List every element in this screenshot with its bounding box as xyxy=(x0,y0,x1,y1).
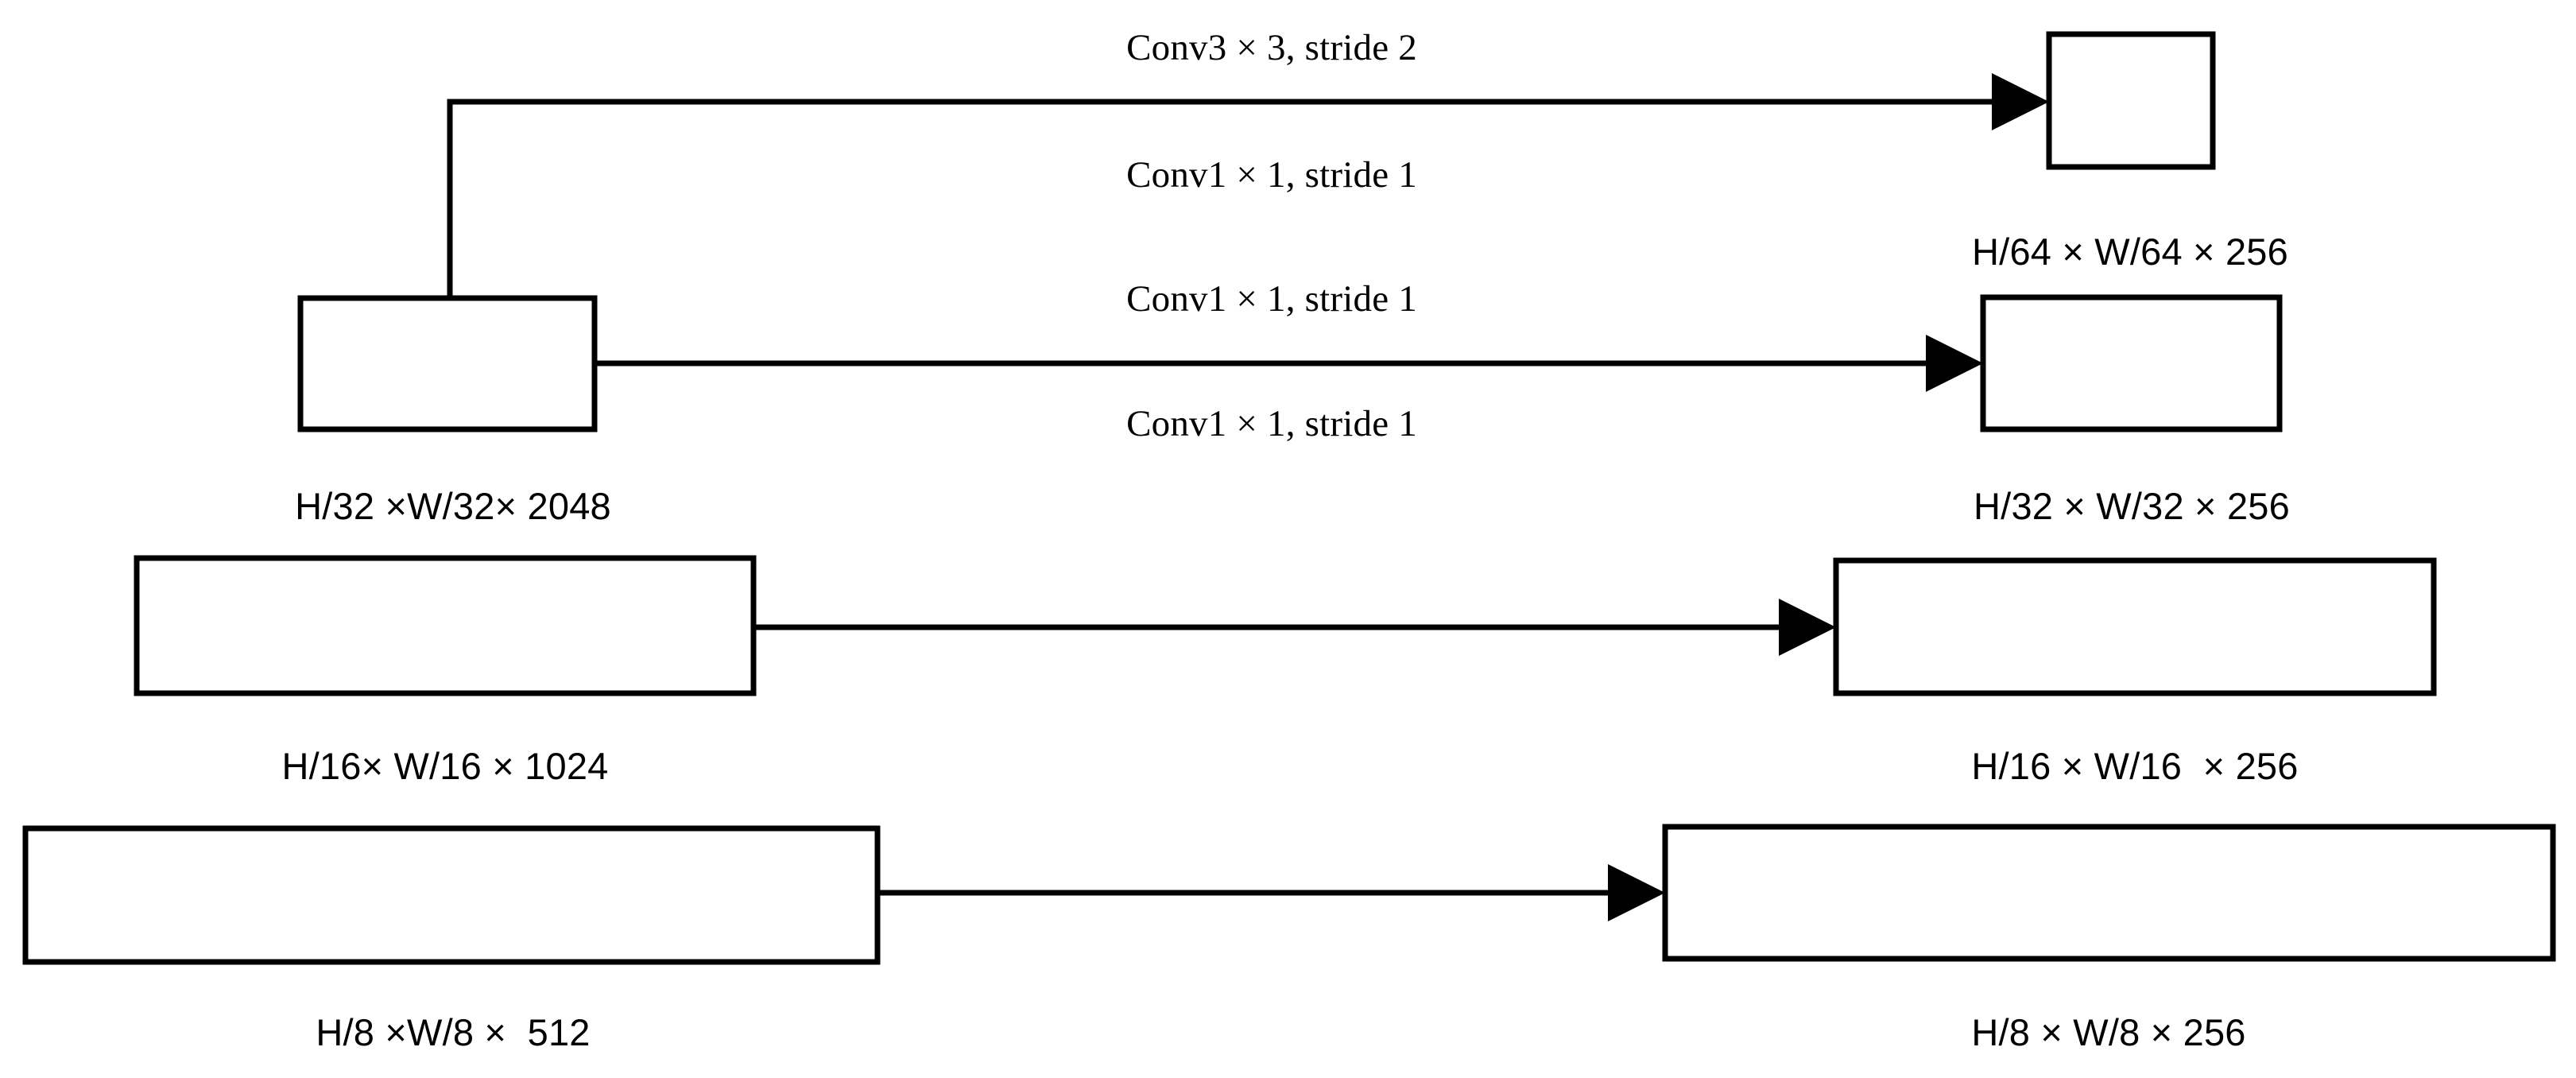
arrowhead-c4 xyxy=(1779,599,1836,656)
op-label-c5: Conv1 × 1, stride 1 xyxy=(1126,154,1417,196)
feature-box-input-c3[interactable] xyxy=(22,825,881,965)
feature-box-output-c5[interactable] xyxy=(1980,294,2283,432)
dim-label-input-c4: H/16× W/16 × 1024 xyxy=(281,745,609,787)
arrowhead-c3 xyxy=(1608,864,1665,921)
dim-label-output-c5: H/32 × W/32 × 256 xyxy=(1974,485,2290,527)
feature-box-output-p5[interactable] xyxy=(2046,31,2216,170)
op-label-c3: Conv1 × 1, stride 1 xyxy=(1126,403,1417,444)
dim-label-output-c3: H/8 × W/8 × 256 xyxy=(1971,1011,2246,1053)
connector-p5-elbow xyxy=(447,73,2049,301)
arrowhead-p5 xyxy=(1992,73,2049,130)
op-label-c4: Conv1 × 1, stride 1 xyxy=(1126,278,1417,320)
dim-label-output-p5: H/64 × W/64 × 256 xyxy=(1972,231,2288,273)
dim-label-input-c5: H/32 ×W/32× 2048 xyxy=(295,485,611,527)
connector-c4 xyxy=(753,599,1836,656)
feature-box-output-c3[interactable] xyxy=(1662,824,2556,962)
connector-c3 xyxy=(877,864,1665,921)
feature-box-output-c4[interactable] xyxy=(1833,557,2437,696)
dim-label-output-c4: H/16 × W/16 × 256 xyxy=(1971,745,2299,787)
feature-box-input-c4[interactable] xyxy=(134,555,757,696)
arrowhead-c5 xyxy=(1926,335,1983,392)
connector-c5 xyxy=(595,335,1983,392)
dim-label-input-c3: H/8 ×W/8 × 512 xyxy=(316,1011,591,1053)
feature-box-input-c5[interactable] xyxy=(297,295,598,432)
op-label-p5: Conv3 × 3, stride 2 xyxy=(1126,27,1417,68)
